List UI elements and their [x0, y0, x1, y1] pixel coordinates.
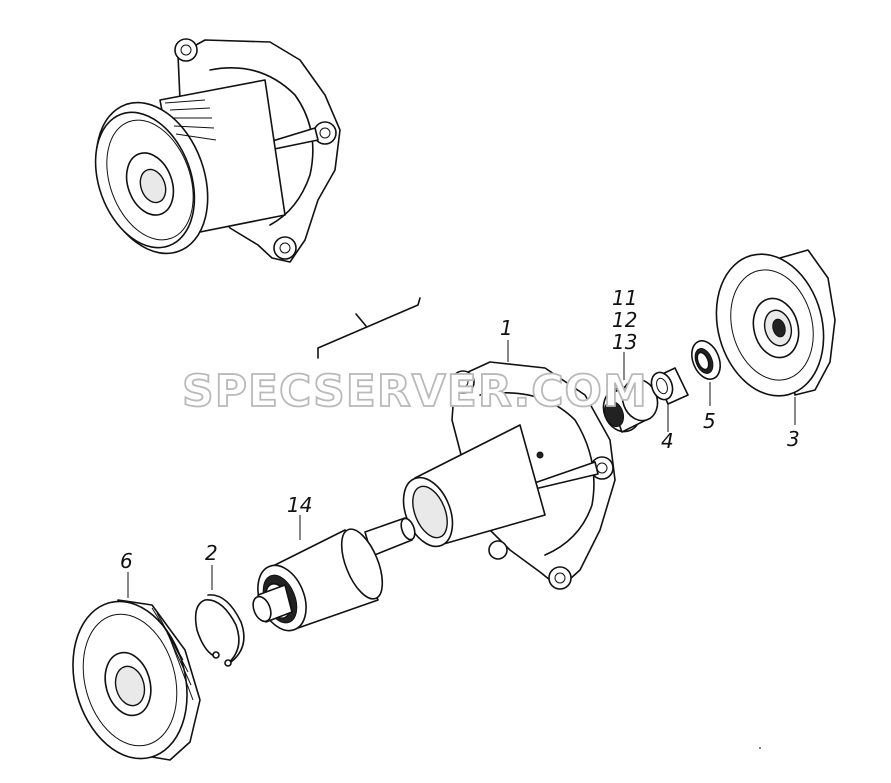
bearing-assembly — [602, 378, 659, 433]
callout-14: 14 — [287, 493, 312, 517]
callout-12: 12 — [612, 308, 637, 332]
callout-3: 3 — [787, 427, 800, 451]
seal-ring — [691, 340, 721, 380]
pulley — [72, 599, 201, 761]
callout-5: 5 — [703, 409, 716, 433]
impeller — [715, 249, 836, 397]
callout-13: 13 — [612, 330, 637, 354]
callout-4: 4 — [661, 429, 674, 453]
watermark: SPECSERVER.COM — [182, 366, 648, 417]
spacer-ring — [650, 367, 689, 405]
callout-1: 1 — [500, 316, 513, 340]
shaft-with-bearing — [252, 517, 416, 632]
callout-6: 6 — [120, 549, 133, 573]
stray-dot — [759, 747, 761, 749]
callout-leaders — [127, 340, 796, 598]
callout-labels: 1 11 12 13 4 5 3 14 2 6 — [120, 286, 800, 573]
callout-11: 11 — [612, 286, 637, 310]
assembled-water-pump — [94, 38, 341, 263]
pump-housing — [402, 361, 616, 590]
snap-ring — [194, 594, 245, 667]
view-direction-indicator — [317, 297, 421, 359]
callout-2: 2 — [205, 541, 218, 565]
